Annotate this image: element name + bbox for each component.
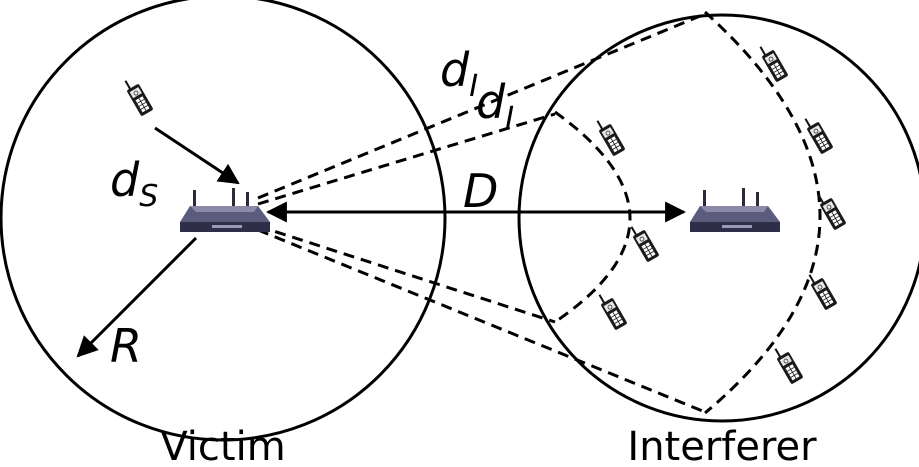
label-interferer: Interferer (627, 424, 817, 467)
label-D: D (463, 164, 498, 218)
ray-upper-inner (257, 112, 556, 206)
label-victim: Victim (160, 424, 285, 467)
ray-lower-outer (257, 228, 706, 414)
phone-icon (756, 41, 790, 83)
victim-router-icon (180, 188, 270, 232)
ray-lower-inner (257, 224, 556, 324)
outer-interference-arc (703, 10, 822, 415)
label-dI-inner: dI (476, 75, 514, 136)
phone-icon (805, 269, 839, 311)
interferer-router-icon (690, 188, 780, 232)
victim-phone-icon (121, 75, 155, 117)
label-dS: dS (110, 153, 158, 214)
phone-icon (771, 343, 805, 385)
ray-upper-outer (257, 12, 706, 200)
phone-icon (595, 289, 629, 331)
distance-dS-arrow (154, 126, 240, 185)
label-dI-outer: dI (440, 43, 478, 104)
phone-icon (627, 221, 661, 263)
radius-R-arrow (76, 236, 198, 358)
label-R: R (110, 319, 142, 373)
